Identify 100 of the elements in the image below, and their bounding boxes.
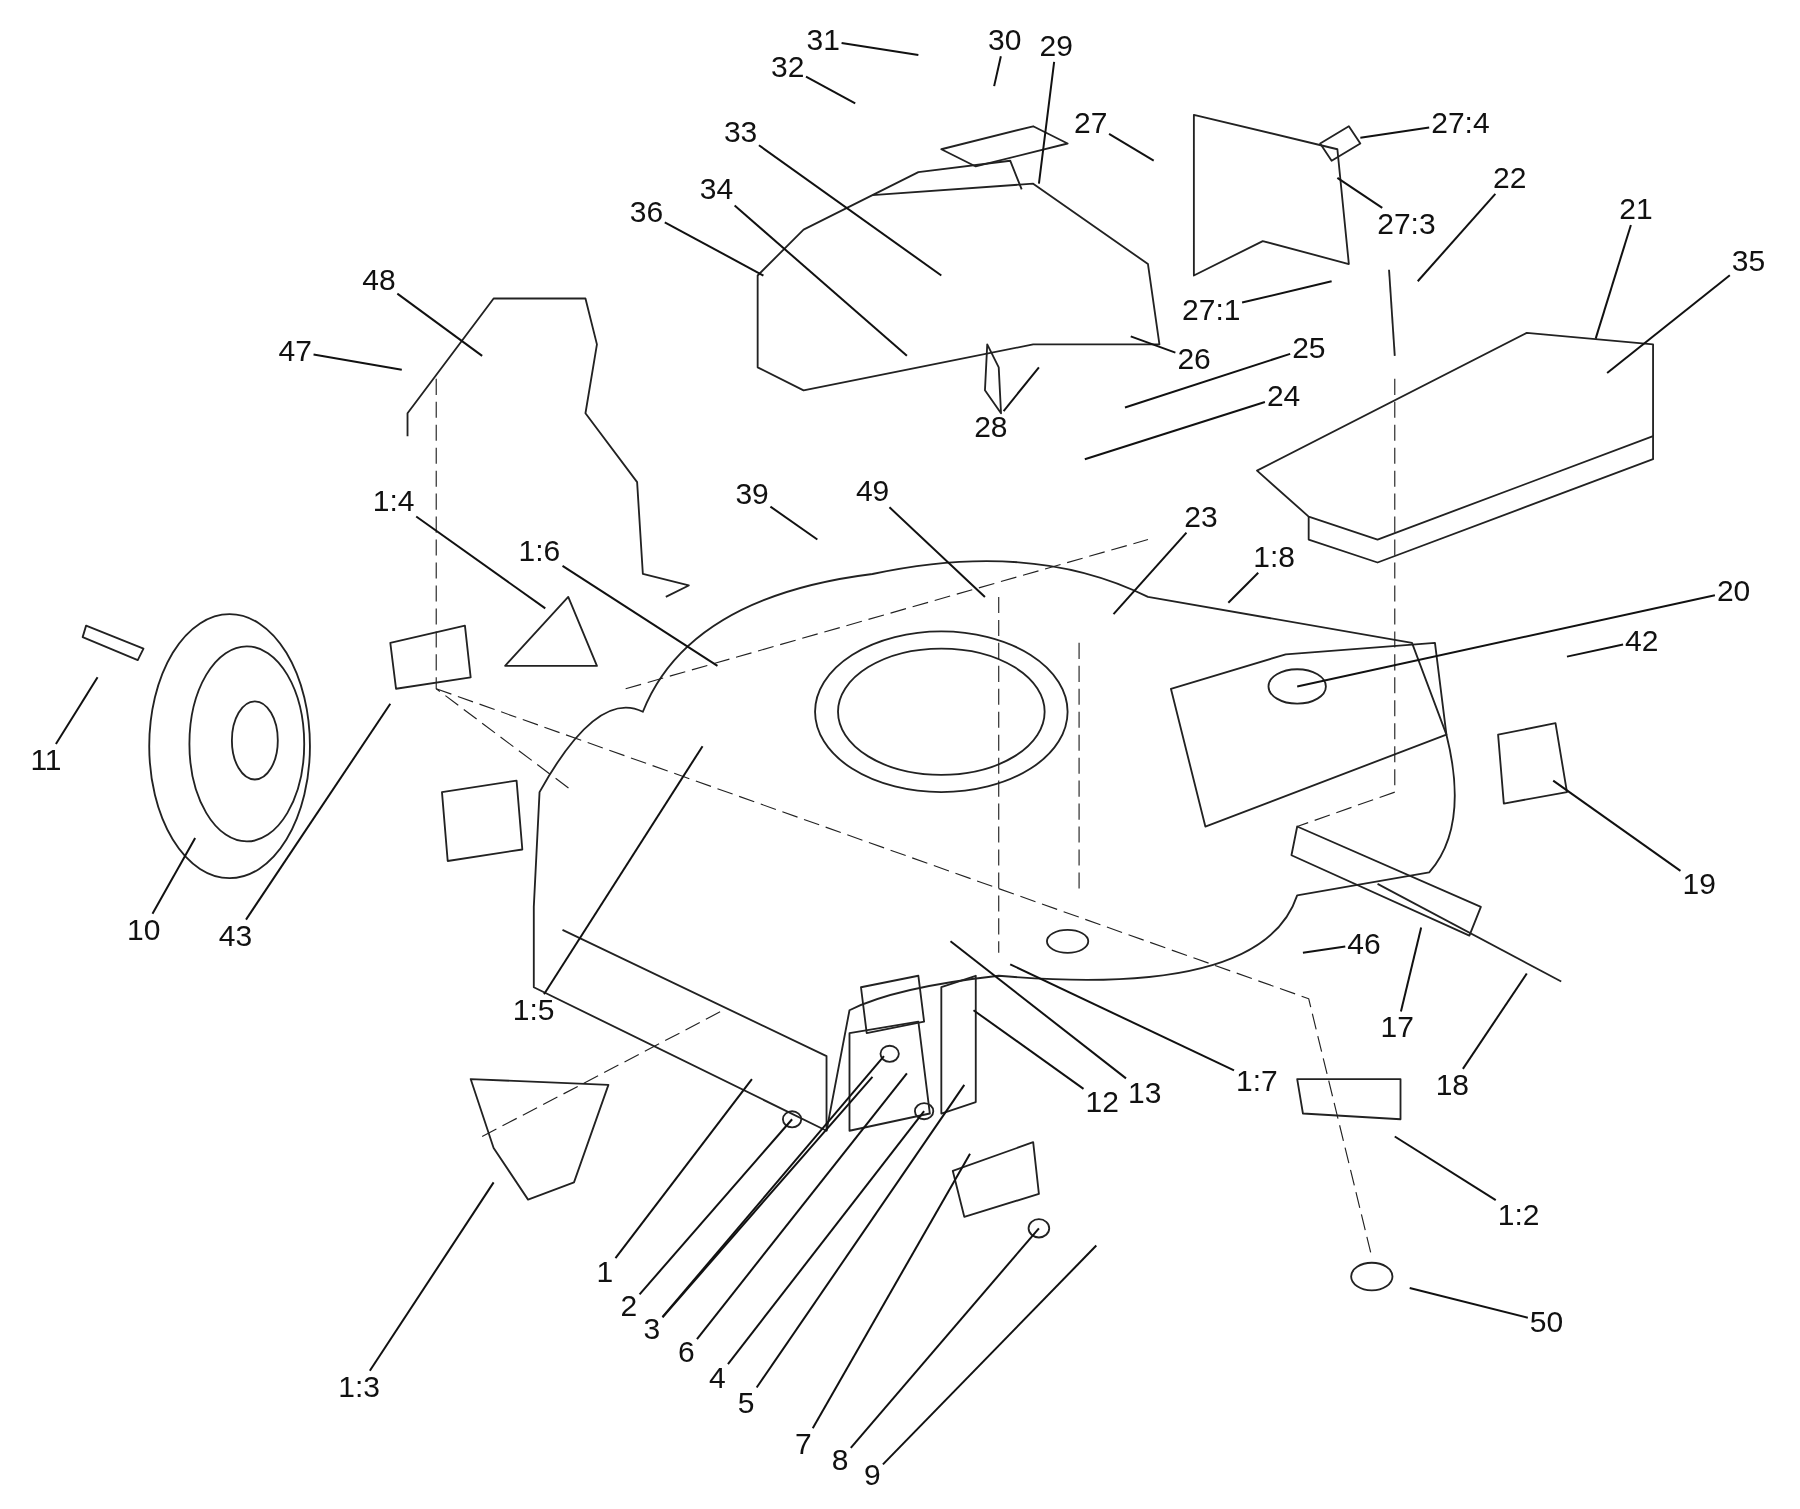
callout-number: 26	[1175, 343, 1213, 376]
leader-line	[1393, 1135, 1497, 1202]
callout-number: 27:3	[1375, 207, 1438, 240]
callout-number: 36	[627, 196, 666, 229]
callout-number: 22	[1491, 161, 1529, 194]
leader-line	[840, 42, 920, 57]
leader-line	[312, 353, 403, 371]
leader-line	[1416, 192, 1497, 283]
callout-number: 1:2	[1495, 1198, 1542, 1231]
leader-line	[561, 564, 719, 667]
callout-number: 42	[1623, 624, 1661, 657]
callout-number: 46	[1345, 927, 1383, 960]
callout-number: 17	[1378, 1011, 1416, 1044]
leader-line	[1399, 926, 1423, 1013]
leader-line	[733, 204, 908, 357]
leader-line	[1009, 963, 1235, 1072]
callout-number: 13	[1126, 1076, 1164, 1109]
leader-line	[1129, 335, 1177, 354]
leader-line	[757, 144, 943, 277]
callout-number: 5	[735, 1386, 757, 1419]
callout-number: 32	[769, 50, 807, 83]
leader-line	[151, 837, 197, 915]
callout-number: 31	[804, 24, 842, 57]
callout-number: 1	[594, 1255, 616, 1288]
leader-line	[1301, 945, 1347, 954]
leader-line	[368, 1181, 495, 1372]
leader-line	[1461, 972, 1528, 1070]
leader-line	[1002, 366, 1040, 413]
leader-line	[1241, 280, 1333, 304]
leader-line	[663, 221, 765, 277]
leader-line	[811, 1152, 972, 1430]
leader-line	[972, 1009, 1085, 1090]
callout-number: 50	[1527, 1306, 1566, 1339]
callout-number: 1:7	[1234, 1065, 1280, 1098]
leader-line	[1227, 571, 1260, 604]
leader-line	[614, 1078, 753, 1260]
callout-number: 8	[829, 1444, 851, 1477]
callout-number: 34	[697, 173, 736, 206]
callout-number: 49	[853, 475, 892, 508]
callout-number: 43	[216, 919, 255, 952]
callout-number: 23	[1182, 500, 1220, 533]
callout-number: 28	[972, 411, 1010, 444]
callout-number: 27:1	[1180, 293, 1243, 326]
leader-line	[245, 702, 392, 921]
leader-line	[1606, 274, 1731, 375]
callout-number: 10	[125, 913, 163, 946]
callout-number: 33	[721, 116, 760, 148]
callout-number: 25	[1290, 331, 1328, 364]
callout-number: 21	[1617, 192, 1655, 225]
leader-line	[1359, 126, 1431, 139]
callout-number: 48	[360, 264, 398, 297]
callout-number: 1:4	[370, 484, 417, 517]
leader-line	[1336, 176, 1384, 209]
callout-number: 19	[1680, 867, 1718, 900]
callout-number: 3	[641, 1313, 663, 1346]
leader-line	[1296, 594, 1716, 688]
leader-line	[696, 1072, 908, 1340]
leader-line	[1552, 779, 1682, 872]
leader-line	[849, 1227, 1040, 1449]
callout-number: 2	[618, 1290, 640, 1323]
leader-line	[881, 1244, 1098, 1466]
leader-line	[888, 506, 986, 598]
leader-line	[993, 55, 1002, 88]
callout-number: 4	[706, 1361, 728, 1394]
leader-line	[1083, 400, 1266, 461]
callout-number: 1:5	[510, 994, 557, 1027]
leader-line	[949, 940, 1127, 1080]
leader-line	[415, 515, 547, 610]
callout-number: 1:6	[516, 535, 563, 567]
callout-number: 20	[1714, 575, 1753, 608]
leader-line	[755, 1083, 966, 1389]
callout-number: 30	[985, 24, 1024, 57]
callout-number: 11	[28, 743, 64, 776]
leader-line	[1108, 132, 1155, 162]
leader-line	[1124, 352, 1292, 409]
leader-line	[1408, 1287, 1529, 1319]
leader-line	[1565, 643, 1625, 658]
callout-number: 35	[1729, 244, 1768, 277]
callout-number: 1:3	[336, 1370, 382, 1403]
callout-number: 12	[1083, 1086, 1121, 1119]
leader-line	[1112, 531, 1188, 616]
leader-line	[1594, 223, 1632, 340]
leader-line	[396, 292, 484, 357]
callout-number: 7	[793, 1428, 814, 1461]
leader-line	[726, 1110, 926, 1365]
leader-line	[638, 1118, 794, 1296]
leader-line	[769, 505, 819, 541]
callout-number: 9	[861, 1459, 883, 1492]
callout-number: 27	[1072, 106, 1110, 139]
callout-number: 39	[733, 477, 771, 510]
callout-number: 6	[675, 1336, 697, 1369]
callout-number: 47	[276, 335, 314, 368]
callout-number: 18	[1433, 1068, 1472, 1101]
leader-line	[805, 75, 857, 105]
leader-line	[1037, 60, 1056, 185]
callout-number: 29	[1037, 29, 1075, 62]
callout-number: 24	[1264, 380, 1303, 413]
callout-number: 27:4	[1429, 106, 1492, 139]
leader-line	[54, 676, 99, 745]
callout-number: 1:8	[1251, 540, 1297, 573]
